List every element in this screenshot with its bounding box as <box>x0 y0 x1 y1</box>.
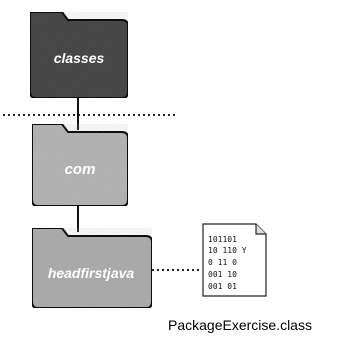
folder-headfirstjava-label: headfirstjava <box>48 265 135 281</box>
folder-classes-label: classes <box>54 50 105 66</box>
binary-line-3: 0 11 0 <box>208 258 237 267</box>
class-file-name: PackageExercise.class <box>168 317 312 333</box>
folder-headfirstjava-icon: headfirstjava <box>31 227 153 309</box>
folder-classes-shape <box>29 11 129 99</box>
class-file-icon: 101101 10 110 Y 0 11 0 001 10 001 01 <box>202 223 267 297</box>
folder-com-icon: com <box>31 123 129 207</box>
class-file-page <box>202 223 267 297</box>
binary-line-1: 101101 <box>208 235 237 244</box>
binary-line-5: 001 01 <box>208 282 237 291</box>
binary-line-4: 001 10 <box>208 270 237 279</box>
class-file-dogear <box>255 224 266 235</box>
folder-com-shape <box>31 123 129 207</box>
folder-classes-icon: classes <box>29 11 129 99</box>
folder-headfirstjava-shape <box>31 227 153 309</box>
folder-com-label: com <box>65 161 96 178</box>
binary-line-2: 10 110 Y <box>208 246 247 255</box>
